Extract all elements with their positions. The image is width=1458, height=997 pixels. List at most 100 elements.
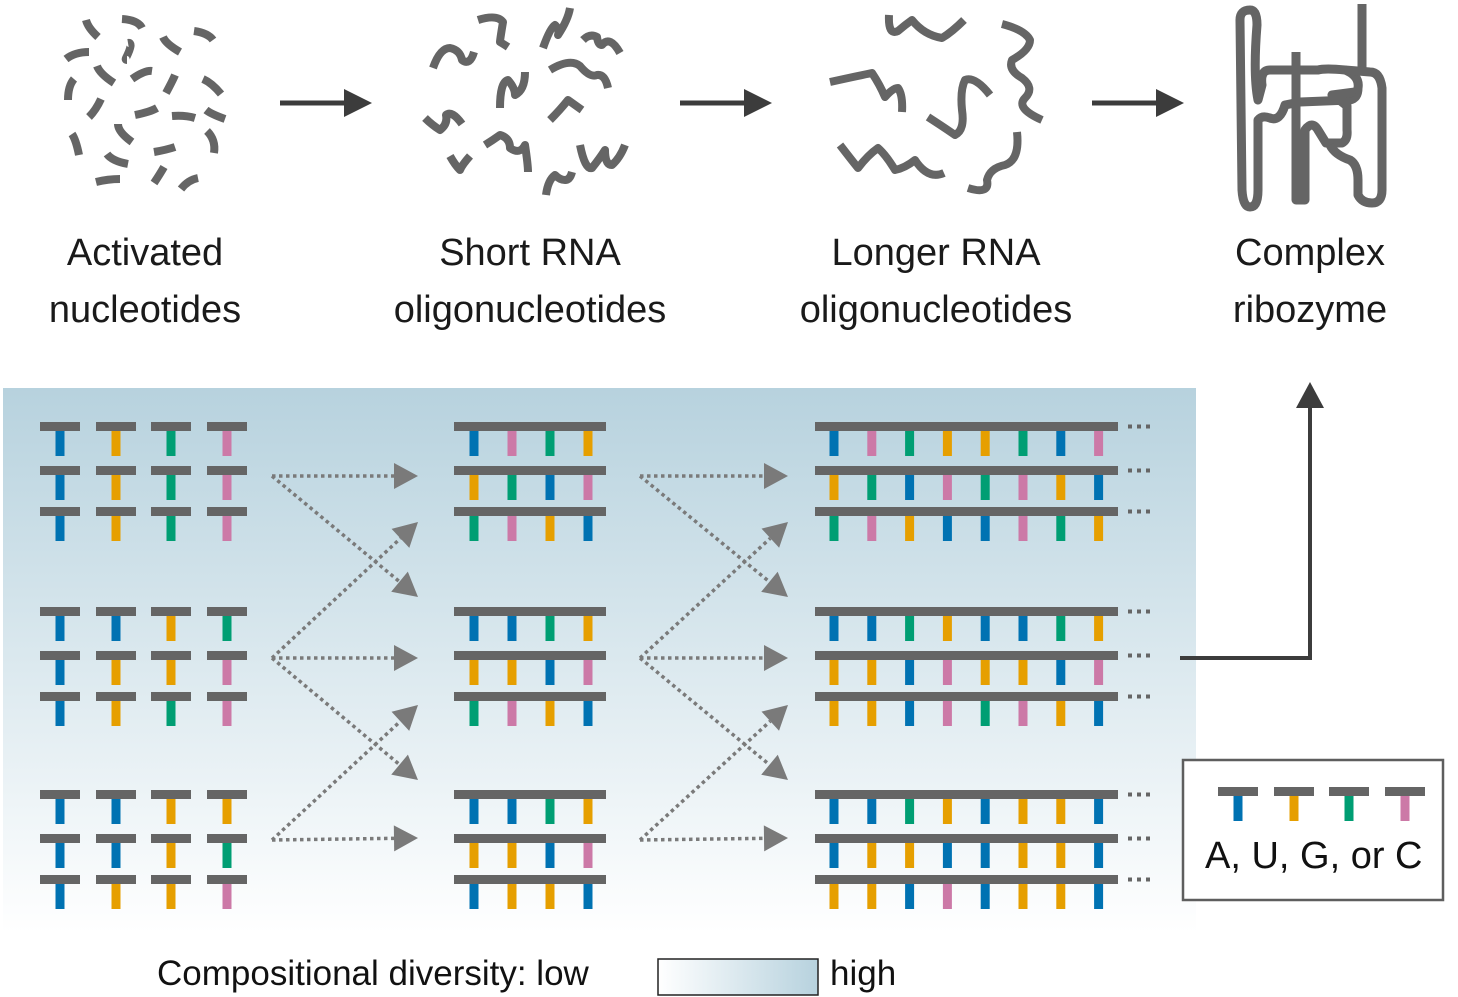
base-uracil <box>1056 475 1066 500</box>
rna-strand <box>454 466 606 500</box>
nucleotide-uracil <box>96 422 136 456</box>
diversity-legend-title: Compositional diversity: low <box>157 954 589 993</box>
arrowhead-icon <box>391 754 418 780</box>
nucleotide-cytosine <box>207 692 247 726</box>
base-adenine <box>507 616 517 641</box>
nucleotide-uracil <box>96 507 136 541</box>
nucleotide-adenine <box>96 790 136 824</box>
base-adenine <box>980 884 990 909</box>
base-guanine <box>469 701 479 726</box>
base-uracil <box>583 431 593 456</box>
stage-label-line2: oligonucleotides <box>393 289 667 331</box>
base-cytosine <box>1094 431 1104 456</box>
base-guanine <box>829 516 839 541</box>
stage-label-activated-nucleotides: Activated nucleotides <box>20 225 270 339</box>
base-adenine <box>469 884 479 909</box>
backbone <box>454 834 606 843</box>
base-guanine <box>1018 431 1028 456</box>
rna-strand <box>815 507 1150 541</box>
base-uracil <box>1056 843 1066 868</box>
longer-rna-oligos-icon <box>829 14 1044 195</box>
nucleotide-uracil <box>151 834 191 868</box>
base-uracil <box>1018 660 1028 685</box>
base-adenine <box>545 475 555 500</box>
nucleotide-adenine <box>40 790 80 824</box>
base-guanine <box>1056 516 1066 541</box>
arrowhead-icon <box>761 705 788 731</box>
base-uracil <box>829 701 839 726</box>
backbone <box>815 466 1118 475</box>
base-adenine <box>507 799 517 824</box>
base-uracil <box>583 616 593 641</box>
base-adenine <box>829 616 839 641</box>
long-oligo-group <box>815 422 1150 541</box>
short-oligo-group <box>454 422 606 541</box>
base-uracil <box>867 701 877 726</box>
nucleotide-uracil <box>151 875 191 909</box>
dotted-arrow <box>270 705 418 842</box>
arrowhead-icon <box>761 522 788 548</box>
base-uracil <box>469 475 479 500</box>
base-adenine <box>469 431 479 456</box>
dotted-arrow <box>270 656 418 780</box>
nucleotide-cytosine <box>207 651 247 685</box>
nucleotide-guanine <box>151 422 191 456</box>
base-adenine <box>469 616 479 641</box>
nucleotide-uracil <box>96 651 136 685</box>
base-adenine <box>583 884 593 909</box>
base-cytosine <box>507 516 517 541</box>
rna-strand <box>454 790 606 824</box>
base-guanine <box>545 799 555 824</box>
arrowhead-icon <box>764 645 788 671</box>
base-uracil <box>1018 884 1028 909</box>
base-adenine <box>829 799 839 824</box>
base-uracil <box>1094 616 1104 641</box>
base-uracil <box>1056 701 1066 726</box>
backbone <box>454 692 606 701</box>
arrowhead-icon <box>763 825 788 852</box>
dotted-arrow <box>271 825 418 852</box>
dotted-arrow <box>639 825 788 852</box>
long-oligo-groups <box>815 422 1150 909</box>
rna-strand <box>815 790 1150 824</box>
rna-strand <box>454 692 606 726</box>
base-cytosine <box>1018 516 1028 541</box>
base-cytosine <box>942 884 952 909</box>
base-uracil <box>545 516 555 541</box>
monomer-groups <box>40 422 247 909</box>
base-adenine <box>905 660 915 685</box>
arrowhead-icon <box>344 89 372 117</box>
base-cytosine <box>1094 660 1104 685</box>
monomer-group <box>40 607 247 726</box>
arrowhead-icon <box>764 463 788 489</box>
rna-strand <box>454 507 606 541</box>
base-adenine <box>1018 616 1028 641</box>
stage-label-line1: Longer RNA <box>831 232 1041 274</box>
base-adenine <box>1056 660 1066 685</box>
base-adenine <box>867 799 877 824</box>
backbone <box>815 422 1118 431</box>
stage-label-line2: ribozyme <box>1232 289 1388 331</box>
arrowhead-icon <box>393 825 418 852</box>
base-uracil <box>507 660 517 685</box>
rna-strand <box>815 607 1150 641</box>
base-cytosine <box>1018 475 1028 500</box>
key-cytosine-glyph <box>1385 787 1425 821</box>
arrowhead-up-icon <box>1296 382 1324 408</box>
base-cytosine <box>507 431 517 456</box>
nucleotide-adenine <box>40 651 80 685</box>
diversity-legend-high: high <box>830 954 897 993</box>
base-uracil <box>1056 884 1066 909</box>
long-oligo-group <box>815 607 1150 726</box>
backbone <box>454 651 606 660</box>
dotted-ligation-arrows <box>270 463 788 852</box>
nucleotide-uracil <box>96 692 136 726</box>
base-guanine <box>545 616 555 641</box>
base-uracil <box>942 799 952 824</box>
dotted-arrow <box>270 474 418 597</box>
base-guanine <box>980 475 990 500</box>
arrowhead-icon <box>744 89 772 117</box>
base-uracil <box>867 843 877 868</box>
base-adenine <box>905 884 915 909</box>
base-uracil <box>942 616 952 641</box>
